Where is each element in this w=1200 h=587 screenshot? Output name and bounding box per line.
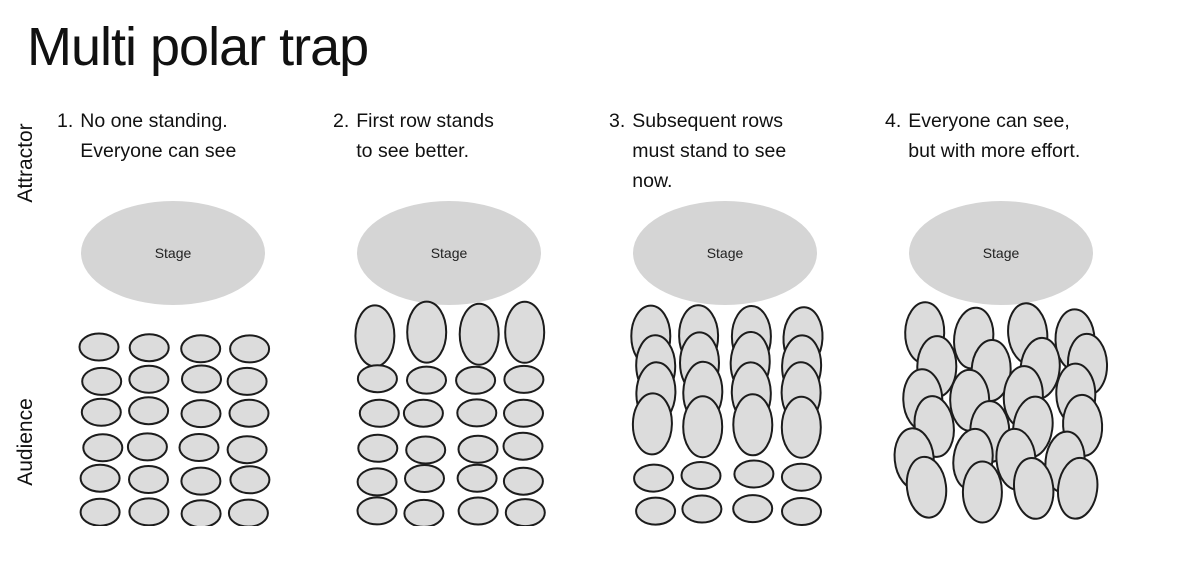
panel-number: 4.	[885, 110, 902, 132]
stage-label: Stage	[983, 245, 1020, 261]
stage-ellipse	[357, 201, 541, 305]
panel-caption-text: First row stands to see better.	[356, 110, 494, 162]
axis-label-attractor: Attractor	[14, 123, 37, 203]
audience-member-seated	[180, 334, 222, 364]
audience-member-seated	[79, 463, 121, 493]
audience-member-seated	[81, 366, 123, 396]
panel-caption: 4. Everyone can see, but with more effort…	[873, 106, 1149, 201]
audience-member-seated	[356, 496, 398, 526]
audience-member-seated	[356, 364, 398, 394]
audience-member-seated	[227, 498, 269, 526]
stage-ellipse	[633, 201, 817, 305]
audience-member-seated	[635, 496, 677, 526]
panel-4: 4. Everyone can see, but with more effort…	[873, 106, 1149, 526]
audience-member-seated	[457, 434, 499, 464]
stage-ellipse	[81, 201, 265, 305]
audience-member-seated	[633, 463, 675, 493]
audience-member-seated	[781, 496, 822, 526]
audience-member-seated	[229, 465, 271, 495]
audience-member-seated	[128, 396, 170, 426]
audience-member-standing	[406, 300, 448, 364]
audience-member-seated	[358, 398, 400, 428]
audience-member-seated	[680, 460, 722, 491]
audience-member-seated	[178, 433, 220, 462]
audience-member-seated	[126, 432, 168, 462]
audience-member-standing	[732, 393, 774, 457]
audience-member-seated	[228, 398, 270, 428]
panel-3-scene: Stage	[630, 201, 824, 526]
panel-caption: 1. No one standing. Everyone can see	[45, 106, 321, 201]
audience-member-seated	[403, 498, 445, 526]
panel-2-scene: Stage	[354, 201, 546, 526]
panel-caption-text: No one standing. Everyone can see	[80, 110, 237, 162]
audience-member-seated	[503, 364, 545, 394]
stage-label: Stage	[707, 245, 744, 261]
audience-member-seated	[502, 431, 544, 461]
audience-member-seated	[502, 466, 544, 496]
audience-member-seated	[681, 494, 723, 524]
axis-label-audience: Audience	[14, 398, 37, 486]
audience-member-seated	[404, 464, 445, 493]
audience-member-seated	[456, 463, 498, 493]
panel-caption-text: Everyone can see, but with more effort.	[908, 110, 1081, 162]
audience-member-seated	[82, 433, 124, 463]
panel-number: 1.	[57, 110, 74, 132]
audience-member-seated	[455, 365, 497, 395]
audience-member-seated	[226, 366, 268, 396]
audience-member-seated	[733, 459, 775, 489]
panel-caption: 2. First row stands to see better.	[321, 106, 597, 201]
panel-2: 2. First row stands to see better. Stage	[321, 106, 597, 526]
audience-member-seated	[405, 435, 447, 465]
stage-label: Stage	[431, 245, 468, 261]
audience-member-seated	[128, 465, 169, 494]
audience-member-seated	[732, 494, 774, 524]
audience-member-seated	[128, 333, 170, 363]
audience-member-standing	[354, 304, 396, 368]
panel-number: 3.	[609, 110, 626, 132]
audience-member-seated	[181, 364, 222, 394]
audience-member-seated	[78, 332, 120, 362]
audience-member-seated	[180, 499, 222, 526]
audience-member-standing	[682, 395, 724, 459]
audience-member-seated	[226, 435, 268, 465]
audience-member-seated	[504, 498, 546, 526]
panel-caption-text: Subsequent rows must stand to see now.	[632, 110, 787, 192]
audience-member-standing	[458, 302, 500, 366]
panel-3: 3. Subsequent rows must stand to see now.…	[597, 106, 873, 526]
audience-member-seated	[79, 497, 121, 526]
audience-member-seated	[80, 397, 122, 427]
audience-member-standing	[1013, 457, 1055, 520]
audience-member-seated	[356, 467, 398, 497]
stage-ellipse	[909, 201, 1093, 305]
audience-member-standing	[780, 395, 822, 459]
panel-caption: 3. Subsequent rows must stand to see now.	[597, 106, 873, 201]
audience-member-seated	[229, 334, 271, 364]
audience-member-seated	[128, 497, 170, 526]
audience-member-seated	[128, 364, 170, 394]
panel-number: 2.	[333, 110, 350, 132]
diagram-title: Multi polar trap	[27, 17, 369, 77]
audience-member-seated	[402, 398, 444, 428]
audience-member-standing	[631, 392, 673, 456]
audience-member-seated	[180, 466, 222, 496]
audience-member-standing	[905, 455, 948, 519]
audience-member-seated	[780, 462, 822, 492]
stage-label: Stage	[155, 245, 192, 261]
audience-member-standing	[1056, 456, 1099, 520]
panel-1-scene: Stage	[78, 201, 271, 526]
audience-member-seated	[180, 399, 222, 429]
audience-member-seated	[456, 398, 498, 428]
audience-member-seated	[457, 496, 499, 526]
audience-member-seated	[503, 398, 544, 428]
audience-member-standing	[961, 460, 1003, 524]
audience-member-standing	[504, 300, 546, 364]
audience-member-seated	[406, 365, 447, 395]
audience-member-seated	[357, 433, 399, 463]
panel-4-scene: Stage	[893, 201, 1109, 524]
